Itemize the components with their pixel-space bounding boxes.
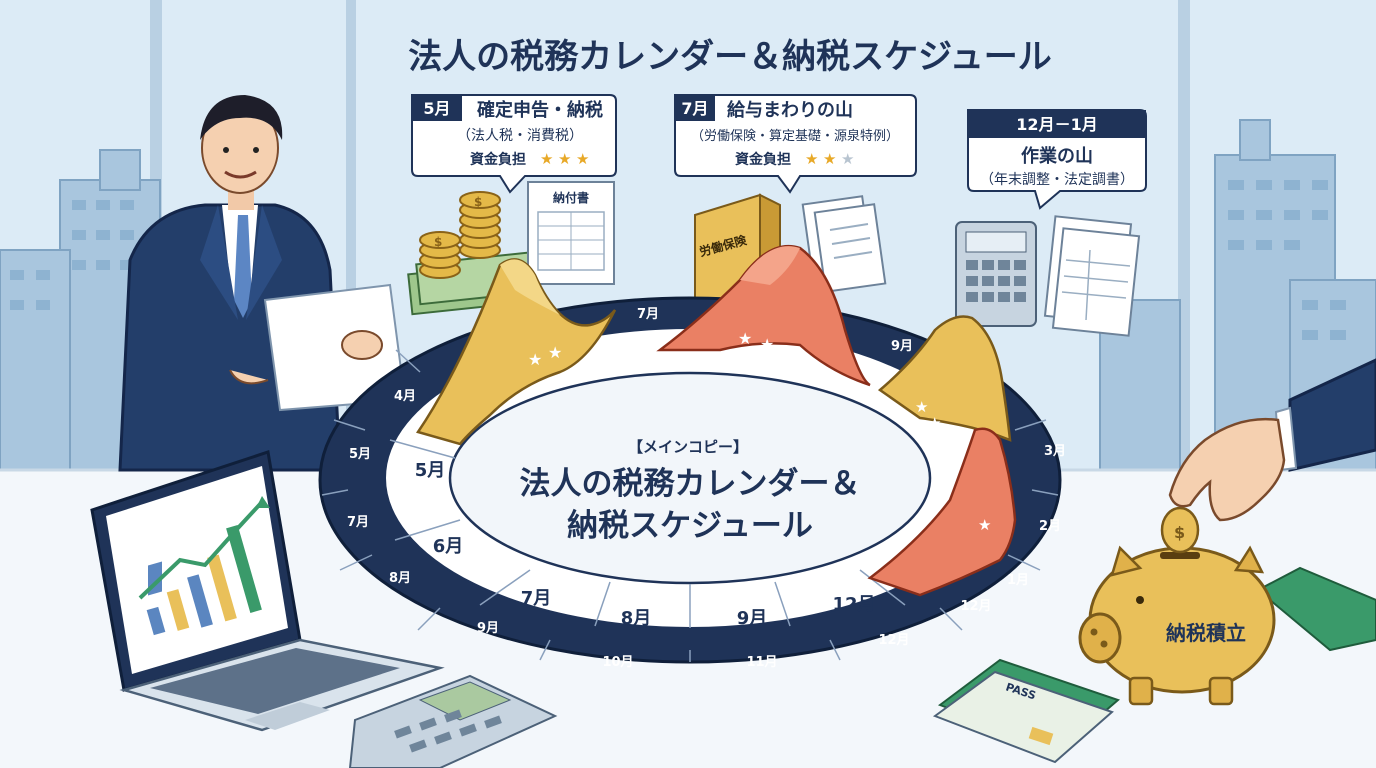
- rating-stars-may: ★ ★ ★: [540, 150, 589, 168]
- star-icon: ★: [978, 516, 991, 534]
- inner-month-label: 5月: [415, 460, 446, 481]
- outer-month-label: 1月: [1007, 573, 1029, 588]
- card-icon: PASS: [932, 566, 1376, 764]
- star-icon: ★: [738, 329, 752, 348]
- outer-month-label: 10月: [602, 655, 633, 670]
- page-title: 法人の税務カレンダー＆納税スケジュール: [408, 37, 1052, 77]
- outer-month-label: 2月: [1039, 519, 1061, 534]
- star-icon: ★: [915, 398, 928, 416]
- rating-stars-july: ★ ★ ★: [805, 150, 854, 168]
- outer-month-label: 5月: [349, 447, 371, 462]
- callout-july: 7月 給与まわりの山 （労働保険・算定基礎・源泉特例） 資金負担 ★ ★ ★: [674, 94, 917, 194]
- outer-month-label: 3月: [1044, 444, 1066, 459]
- star-icon: ★: [823, 150, 836, 168]
- inner-month-label: 6月: [433, 536, 464, 557]
- star-icon: ★: [760, 335, 774, 354]
- outer-ring-labels: 7月 9月 4月 3月 5月 2月 7月 1月 8月 12月 9月 12月 10…: [347, 307, 1066, 670]
- star-icon: ★: [841, 150, 854, 168]
- outer-month-label: 7月: [637, 307, 659, 322]
- callout-july-month: 7月: [681, 99, 708, 118]
- calculator-icon: [955, 221, 1037, 327]
- laptop-chart-icon: [90, 450, 445, 732]
- inner-month-label: 9月: [737, 608, 768, 629]
- star-icon: ★: [540, 150, 553, 168]
- inner-month-label: 8月: [621, 608, 652, 629]
- star-icon: ★: [928, 414, 941, 432]
- star-icon: ★: [576, 150, 589, 168]
- calculator-icon: [348, 674, 558, 768]
- callout-dec-jan-month: 12月－1月: [1016, 115, 1097, 134]
- inner-ring-labels: 5月 6月 7月 8月 9月 12月: [415, 460, 876, 629]
- callout-may-detail: （法人税・消費税）: [457, 128, 583, 144]
- callout-july-detail: （労働保険・算定基礎・源泉特例）: [691, 128, 899, 144]
- outer-month-label: 9月: [891, 339, 913, 354]
- peak-year-end: ★ ★ ★: [867, 315, 1017, 597]
- svg-text:$: $: [434, 235, 442, 249]
- outer-month-label: 11月: [746, 655, 777, 670]
- callout-july-burden: 資金負担: [735, 151, 791, 168]
- star-icon: ★: [528, 350, 542, 369]
- outer-month-label: 4月: [394, 389, 416, 404]
- svg-text:$: $: [1174, 523, 1185, 542]
- outer-month-label: 8月: [389, 571, 411, 586]
- callout-may: 5月 確定申告・納税 （法人税・消費税） 資金負担 ★ ★ ★: [411, 94, 617, 194]
- document-icon: [1043, 215, 1141, 337]
- inner-month-label: 12月: [832, 594, 875, 615]
- callout-may-burden: 資金負担: [470, 151, 526, 168]
- star-icon: ★: [558, 150, 571, 168]
- inner-month-label: 7月: [521, 588, 552, 609]
- tax-slip-icon: 納付書: [527, 181, 615, 285]
- outer-month-label: 12月: [878, 633, 909, 648]
- document-icon: [801, 195, 887, 293]
- peak-july: ★ ★: [656, 244, 871, 387]
- peak-may: ★ ★: [415, 258, 617, 446]
- star-icon: ★: [548, 343, 562, 362]
- tax-slip-label: 納付書: [553, 190, 589, 205]
- star-icon: ★: [805, 150, 818, 168]
- hand-icon: [1168, 358, 1376, 522]
- center-title-line2: 納税スケジュール: [567, 508, 813, 544]
- callout-may-month: 5月: [423, 99, 450, 118]
- callout-dec-jan-title: 作業の山: [1021, 145, 1093, 167]
- piggy-label: 納税積立: [1166, 621, 1246, 645]
- outer-month-label: 12月: [960, 599, 991, 614]
- callout-dec-jan: 12月－1月 作業の山 （年末調整・法定調書）: [967, 109, 1147, 210]
- callout-may-title: 確定申告・納税: [477, 99, 603, 121]
- piggy-bank-icon: 納税積立 $: [1078, 506, 1276, 706]
- businessman: [118, 95, 407, 472]
- center-label: 【メインコピー】: [628, 438, 748, 456]
- callout-july-title: 給与まわりの山: [727, 99, 853, 121]
- svg-text:$: $: [474, 195, 482, 209]
- outer-month-label: 9月: [477, 621, 499, 636]
- callout-dec-jan-detail: （年末調整・法定調書）: [980, 172, 1134, 188]
- center-title-line1: 法人の税務カレンダー＆: [520, 466, 861, 502]
- outer-month-label: 7月: [347, 515, 369, 530]
